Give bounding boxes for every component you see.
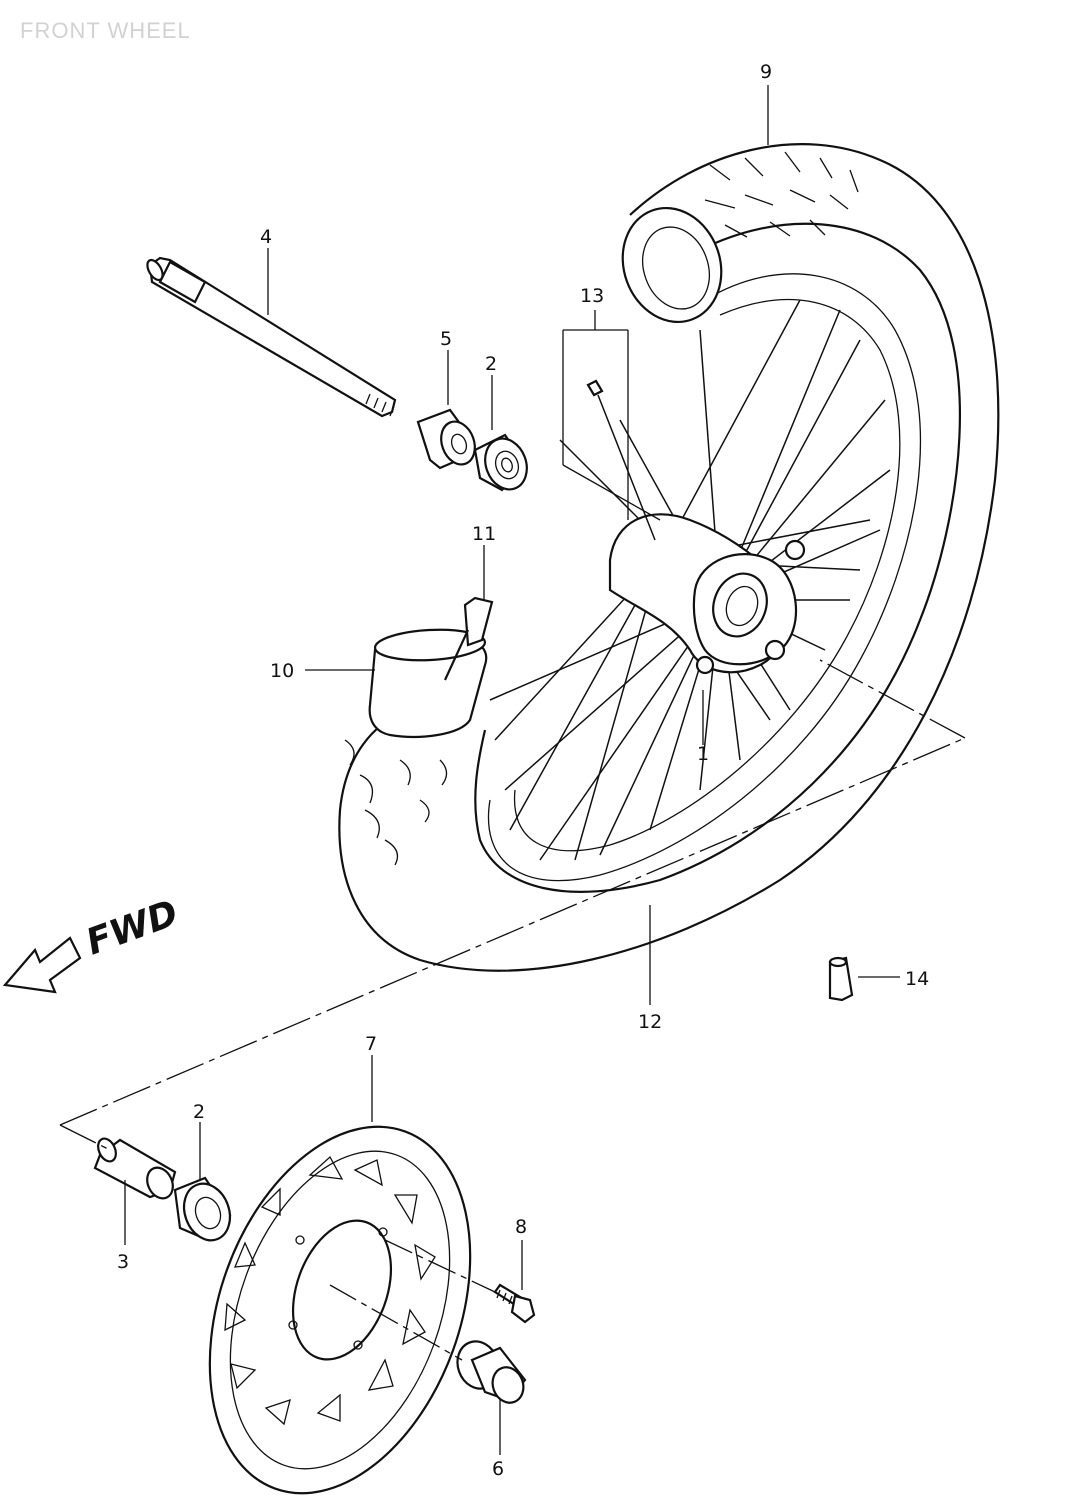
- callout-6: 6: [492, 1458, 504, 1480]
- tire-cross-section: [621, 206, 723, 324]
- leader-lines: [59, 85, 966, 1455]
- fwd-label: FWD: [81, 893, 184, 964]
- tire-inner-edge: [474, 222, 962, 893]
- valve-stem: [463, 596, 494, 647]
- bearing-lower: [173, 1176, 232, 1242]
- tire-tread-top: [704, 151, 859, 238]
- bearing-upper: [473, 433, 528, 492]
- callout-1: 1: [697, 743, 709, 765]
- axle-collar-cap: [456, 1340, 527, 1404]
- callout-4: 4: [260, 226, 272, 248]
- brake-disc: [208, 1125, 472, 1495]
- page-title: FRONT WHEEL: [20, 18, 191, 43]
- callout-numbers: 9 4 5 2 13 11 10 1 12 14 7 2 3 8 6: [117, 61, 929, 1480]
- callout-9: 9: [760, 61, 772, 83]
- callout-12: 12: [638, 1011, 662, 1033]
- front-axle: [146, 256, 397, 418]
- rim-outer: [487, 273, 922, 882]
- disc-bolt: [493, 1283, 536, 1324]
- callout-13: 13: [580, 285, 604, 307]
- callout-5: 5: [440, 328, 452, 350]
- hub-bolt-boss-3: [695, 655, 715, 675]
- callout-2-lower: 2: [193, 1101, 205, 1123]
- distance-collar: [93, 1137, 177, 1200]
- callout-3: 3: [117, 1251, 129, 1273]
- wheel-assembly: [338, 143, 1000, 972]
- callout-14: 14: [905, 968, 929, 990]
- hub-bolt-boss-1: [784, 539, 806, 561]
- spoke-nipple: [586, 379, 604, 397]
- hub-bolt-boss-2: [764, 639, 786, 661]
- tube-cross-section: [642, 226, 710, 310]
- callout-2-upper: 2: [485, 353, 497, 375]
- rim-inner: [513, 298, 901, 852]
- forward-arrow-icon: [2, 936, 82, 994]
- valve-cap: [828, 956, 854, 1002]
- forward-direction-indicator: FWD: [2, 893, 184, 994]
- callout-8: 8: [515, 1216, 527, 1238]
- tire-tread-bottom: [344, 739, 448, 866]
- callout-7: 7: [365, 1033, 377, 1055]
- tire-outline: [338, 143, 1000, 972]
- callout-10: 10: [270, 660, 294, 682]
- axle-spacer: [416, 408, 476, 470]
- callout-11: 11: [472, 523, 496, 545]
